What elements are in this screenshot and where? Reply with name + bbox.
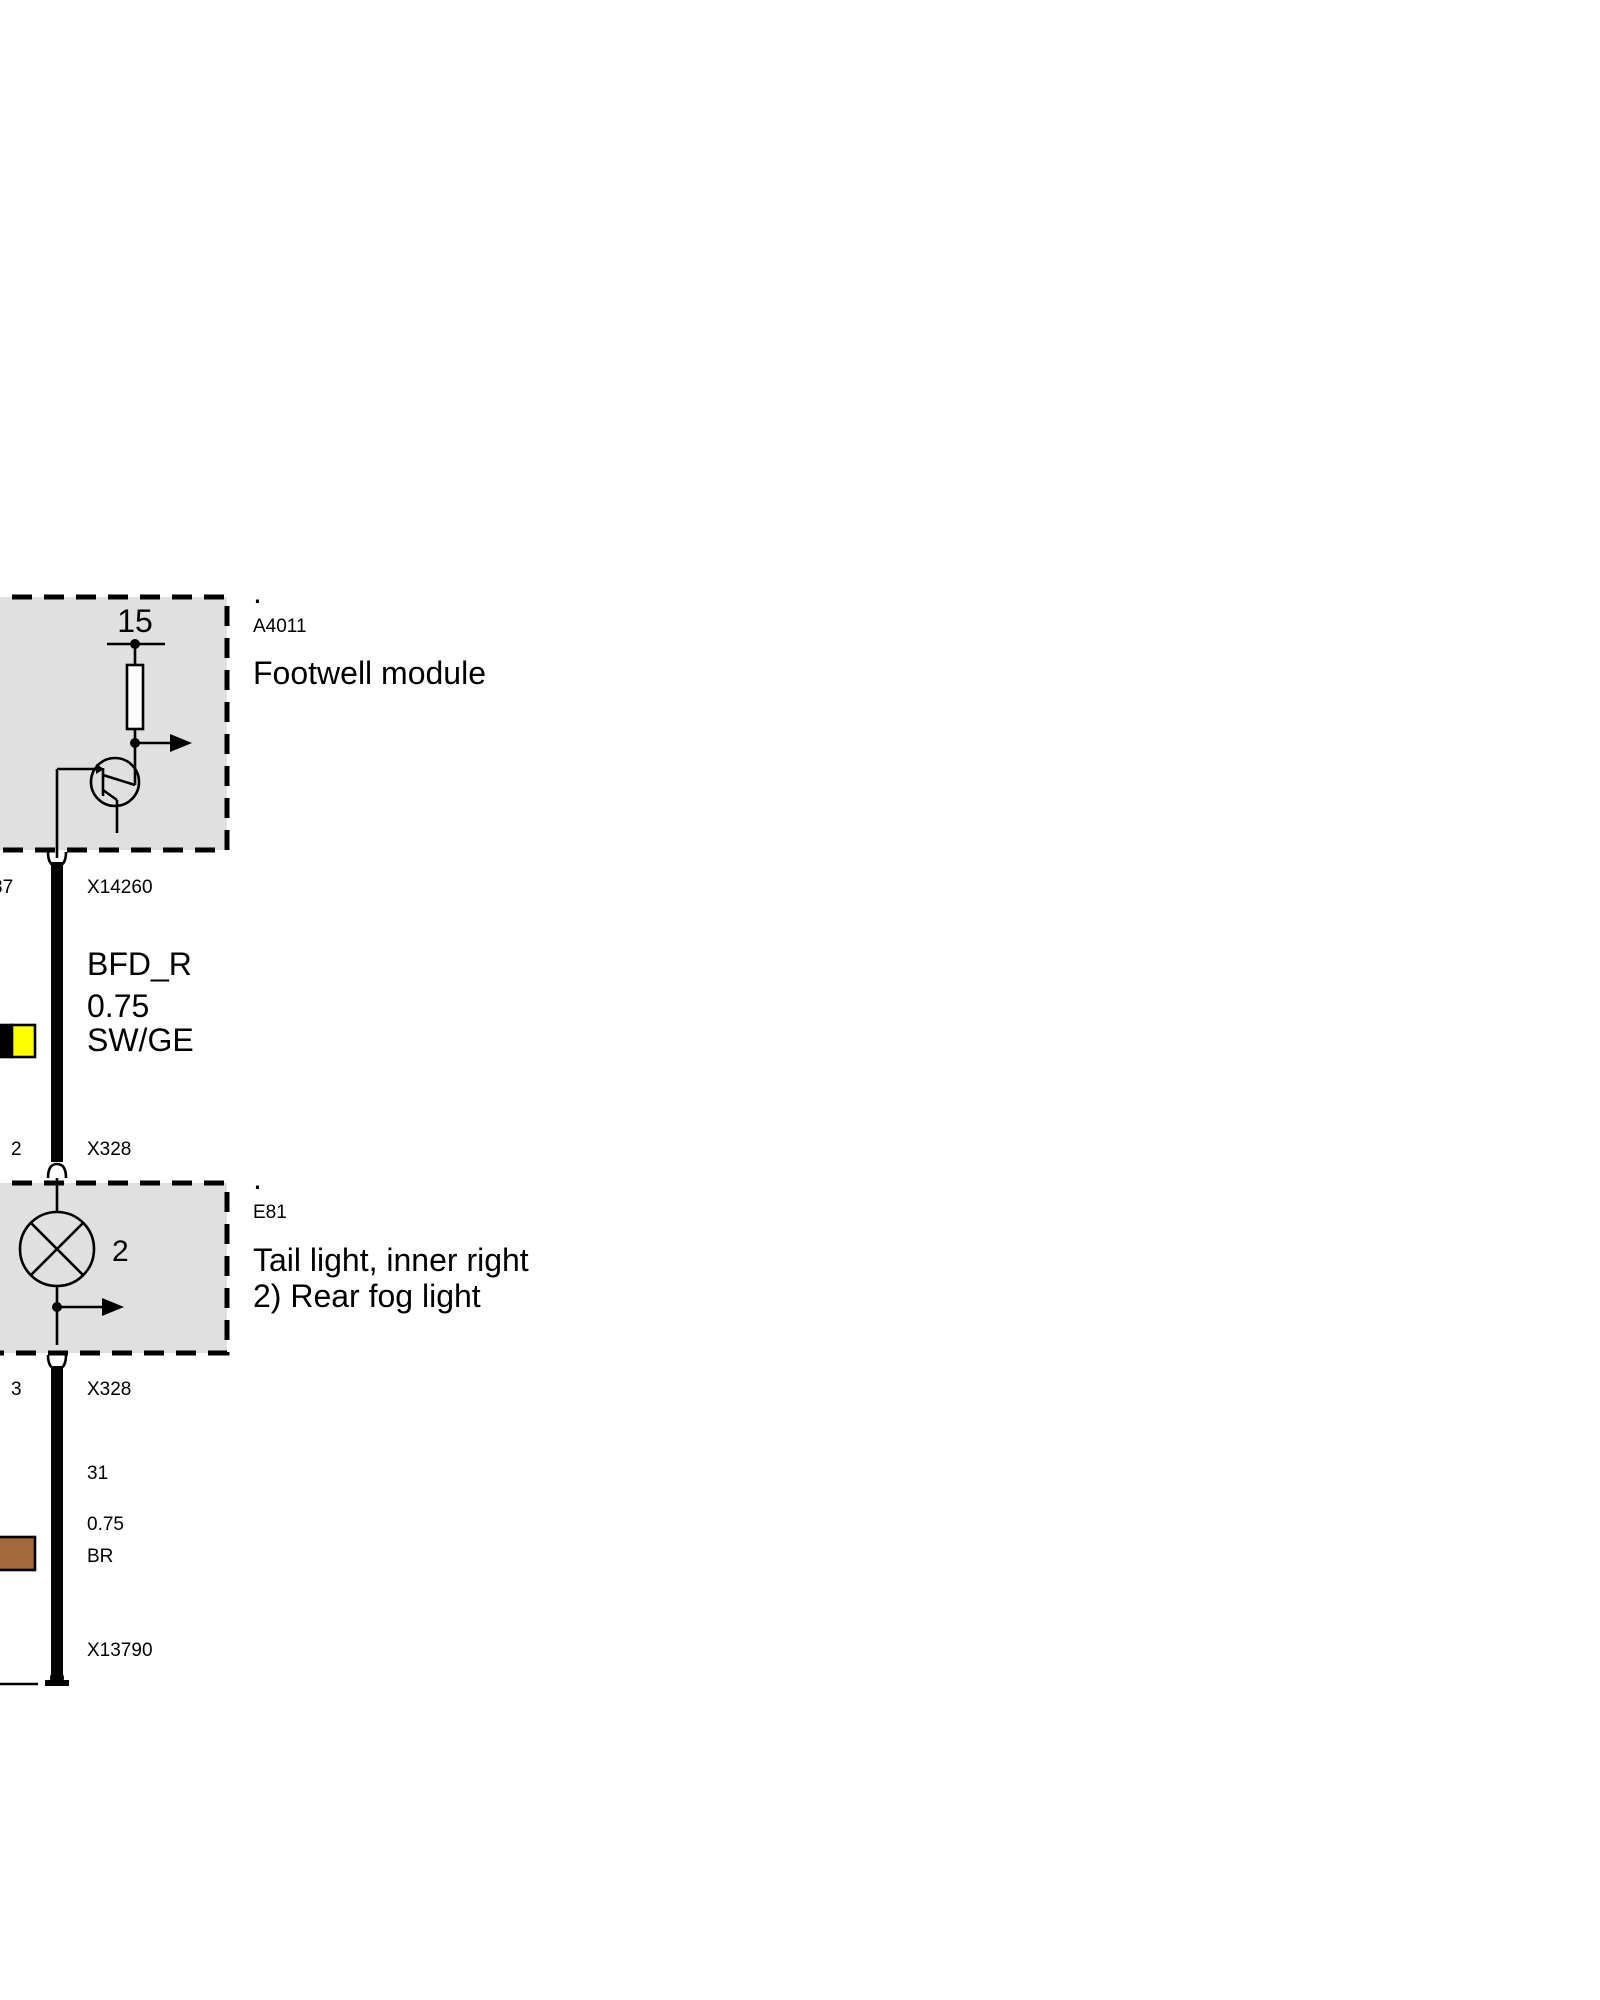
footwell-module-box [0, 594, 230, 853]
connector-x328-top-hook [46, 1162, 68, 1179]
wire-bfd-r-gauge: 0.75 [87, 988, 149, 1024]
connector-x328-top-label: X328 [87, 1139, 131, 1160]
transistor-base-arrow [96, 764, 104, 774]
wire-31-signal: 31 [87, 1463, 108, 1484]
footwell-module-id: A4011 [253, 616, 307, 637]
lamp-output-arrow-icon [102, 1298, 124, 1316]
tail-light-module-box [0, 1180, 230, 1356]
footwell-module-dot: . [253, 574, 262, 610]
tail-light-module-id: E81 [253, 1202, 287, 1223]
wire-bfd-r-color-code: SW/GE [87, 1022, 194, 1058]
transistor-collector [102, 773, 136, 787]
output-arrow-icon [170, 734, 192, 752]
connector-x328-bottom-label: X328 [87, 1379, 131, 1400]
ground-point-icon [45, 1671, 69, 1686]
tail-light-module-function: 2) Rear fog light [253, 1278, 481, 1314]
wire-color-swatch-brown [0, 1535, 37, 1572]
wire-bfd-r-signal: BFD_R [87, 946, 192, 982]
connector-x13790-label: X13790 [87, 1640, 153, 1661]
connector-x328-top-pin: 2 [11, 1139, 22, 1160]
lamp-terminal-label: 2 [112, 1235, 129, 1268]
wire-color-swatch-black [0, 1023, 14, 1059]
terminal-15-label: 15 [117, 603, 153, 639]
connector-x328-bottom-pin: 3 [11, 1379, 22, 1400]
wire-31-gauge: 0.75 [87, 1514, 124, 1535]
wire-color-swatch-yellow [10, 1023, 37, 1059]
connector-x14260-label: X14260 [87, 877, 153, 898]
pullup-resistor [125, 663, 145, 731]
connector-x14260-left-pin: 37 [0, 877, 13, 898]
transistor-icon [89, 756, 141, 808]
footwell-module-name: Footwell module [253, 655, 486, 691]
wire-31-color-code: BR [87, 1546, 113, 1567]
tail-light-module-dot: . [253, 1160, 262, 1196]
transistor-emitter [102, 788, 118, 802]
tail-light-module-name: Tail light, inner right [253, 1242, 529, 1278]
